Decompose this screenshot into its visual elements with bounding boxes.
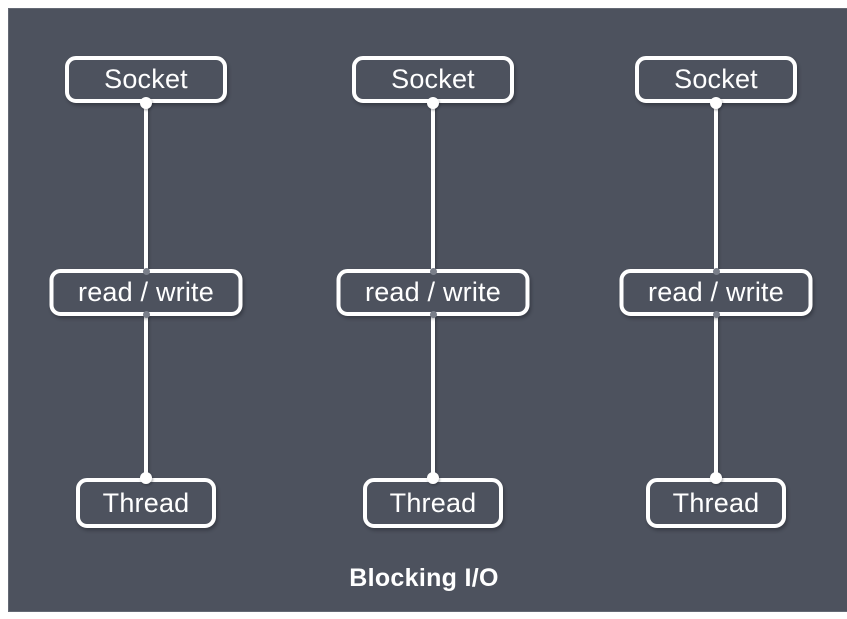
thread-node: Thread xyxy=(363,478,503,528)
socket-label: Socket xyxy=(674,64,758,94)
diagram-caption: Blocking I/O xyxy=(349,564,499,592)
thread-connector-dot xyxy=(710,472,722,484)
thread-label: Thread xyxy=(102,487,190,518)
thread-node: Thread xyxy=(76,478,216,528)
socket-connector-dot xyxy=(427,97,439,109)
connection-point-top-dot xyxy=(142,267,150,275)
thread-node: Thread xyxy=(646,478,786,528)
connection-point-top-dot xyxy=(712,267,720,275)
thread-label: Thread xyxy=(389,487,477,518)
thread-label: Thread xyxy=(672,487,760,518)
readwrite-label: read / write xyxy=(365,277,501,307)
socket-node: Socket xyxy=(65,56,227,103)
socket-label: Socket xyxy=(391,64,475,94)
socket-connector-dot xyxy=(710,97,722,109)
flow-column-2: Socket read / write Thread xyxy=(333,56,533,528)
socket-label: Socket xyxy=(104,64,188,94)
readwrite-node: read / write xyxy=(619,269,813,316)
connection-point-bottom-dot xyxy=(429,310,437,318)
flow-column-1: Socket read / write Thread xyxy=(46,56,246,528)
flow-column-3: Socket read / write Thread xyxy=(616,56,816,528)
socket-node: Socket xyxy=(635,56,797,103)
readwrite-label: read / write xyxy=(78,277,214,307)
socket-connector-dot xyxy=(140,97,152,109)
connection-point-top-dot xyxy=(429,267,437,275)
connection-point-bottom-dot xyxy=(142,310,150,318)
readwrite-label: read / write xyxy=(648,277,784,307)
thread-connector-dot xyxy=(427,472,439,484)
diagram-canvas: Socket read / write Thread Socket read /… xyxy=(8,8,847,612)
socket-node: Socket xyxy=(352,56,514,103)
readwrite-node: read / write xyxy=(49,269,243,316)
thread-connector-dot xyxy=(140,472,152,484)
connection-point-bottom-dot xyxy=(712,310,720,318)
readwrite-node: read / write xyxy=(336,269,530,316)
